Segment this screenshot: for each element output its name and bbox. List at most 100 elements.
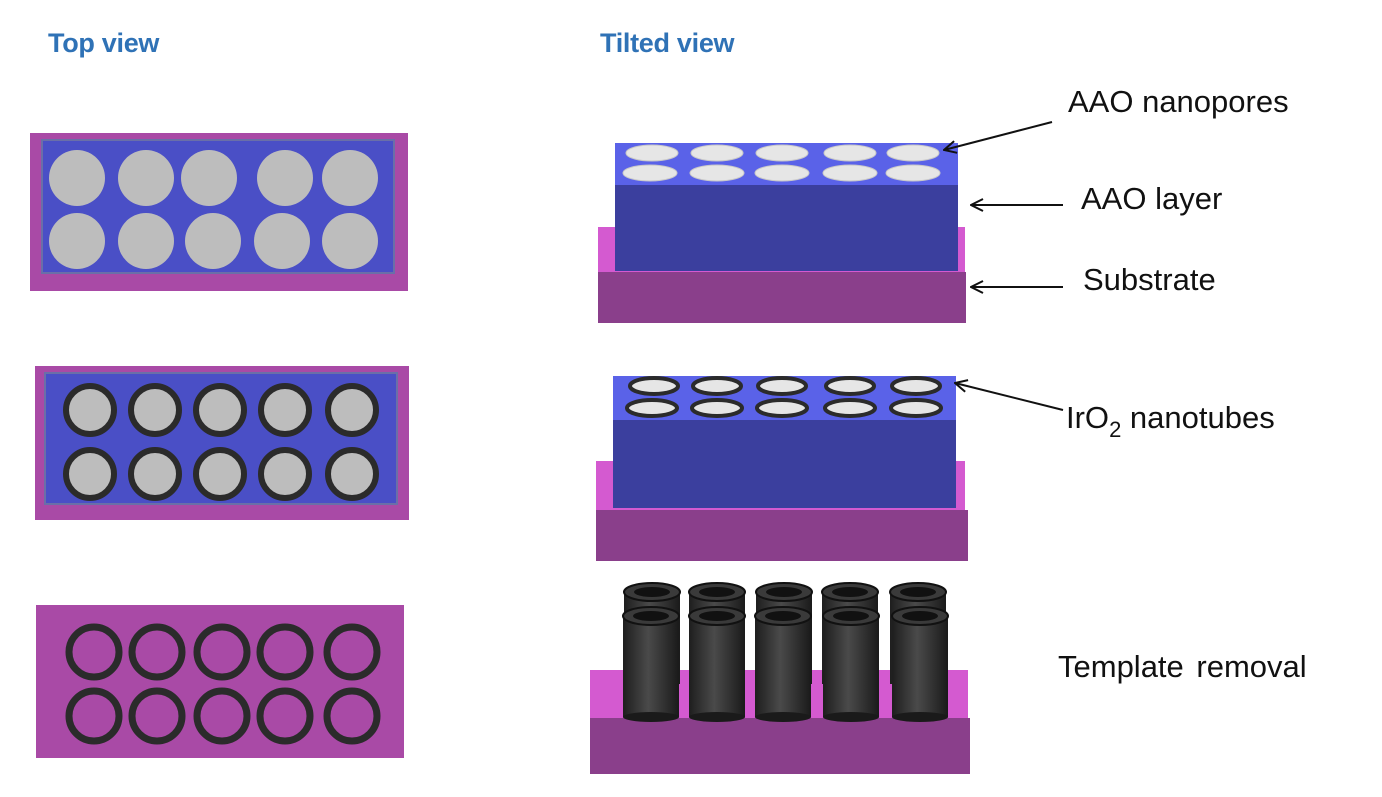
tube-in-pore — [824, 376, 876, 396]
tube-in-pore — [823, 398, 877, 418]
nanotube-hole — [832, 587, 868, 597]
pore — [689, 164, 745, 182]
tube-in-pore — [128, 447, 182, 501]
tilted-view-iro2-assembly — [596, 376, 968, 561]
tilted-view-heading: Tilted view — [600, 28, 735, 58]
tilted-nanotubes-front-row — [622, 606, 949, 722]
nanotube-hole — [699, 587, 735, 597]
tube-in-pore — [193, 447, 247, 501]
nanotube-ring — [193, 687, 251, 745]
pore — [49, 213, 105, 269]
nanotube-bottom — [755, 712, 811, 722]
top-view-nanotube-rings — [65, 623, 381, 745]
tilted-view-aao-assembly — [598, 143, 966, 323]
top-view-nanotubes-2 — [63, 383, 379, 501]
nanotube-hole — [833, 611, 869, 621]
pore — [822, 164, 878, 182]
pore — [755, 144, 809, 162]
callout-arrows — [944, 121, 1064, 411]
label-iro2-subscript: 2 — [1109, 417, 1122, 442]
nanotube-body — [823, 616, 879, 717]
nanotube-ring — [323, 623, 381, 681]
label-iro2-nanotubes: IrO2 nanotubes — [1066, 400, 1275, 442]
pore — [690, 144, 744, 162]
tilted-substrate-front-2 — [596, 510, 968, 561]
nanotube-ring — [65, 687, 123, 745]
nanotube-bottom — [623, 712, 679, 722]
nanotube-ring — [323, 687, 381, 745]
label-substrate: Substrate — [1083, 262, 1216, 297]
tilted-view-template-removed — [590, 582, 970, 774]
nanotube-hole — [765, 611, 801, 621]
nanotube-ring — [256, 687, 314, 745]
tube-in-pore — [690, 398, 744, 418]
tube-in-pore — [628, 376, 680, 396]
tube-in-pore — [258, 447, 312, 501]
label-iro2-prefix: IrO — [1066, 400, 1110, 435]
tilted-aao-front-1 — [615, 185, 958, 271]
tube-in-pore — [625, 398, 679, 418]
tube-in-pore — [258, 383, 312, 437]
tube-in-pore — [128, 383, 182, 437]
nanotube-body — [892, 616, 948, 717]
pore — [322, 150, 378, 206]
nanotube-hole — [766, 587, 802, 597]
pore — [257, 150, 313, 206]
pore — [823, 144, 877, 162]
tube-in-pore — [325, 383, 379, 437]
nanotube-ring — [128, 623, 186, 681]
pore — [49, 150, 105, 206]
nanotube-hole — [900, 587, 936, 597]
tilted-aao-front-2 — [613, 420, 956, 508]
top-view-pores-1 — [49, 150, 378, 269]
nanotube-body — [755, 616, 811, 717]
nanotube-body — [689, 616, 745, 717]
nanotube-ring — [193, 623, 251, 681]
pore — [886, 144, 940, 162]
pore — [625, 144, 679, 162]
arrow-iro2-nanotubes — [955, 383, 1064, 411]
pore — [185, 213, 241, 269]
tube-in-pore — [193, 383, 247, 437]
nanotube-ring — [256, 623, 314, 681]
nanotube-hole — [633, 611, 669, 621]
pore — [118, 150, 174, 206]
pore — [322, 213, 378, 269]
top-view-heading: Top view — [48, 28, 160, 58]
pore — [118, 213, 174, 269]
nanotube-ring — [128, 687, 186, 745]
top-view-template-removed — [36, 605, 404, 758]
tilted-substrate-front-3 — [590, 718, 970, 774]
tube-in-pore — [325, 447, 379, 501]
label-template-removal: Template removal — [1058, 649, 1307, 684]
pore — [754, 164, 810, 182]
tube-in-pore — [755, 398, 809, 418]
nanotube-hole — [902, 611, 938, 621]
nanotube-bottom — [823, 712, 879, 722]
label-iro2-suffix: nanotubes — [1121, 400, 1275, 435]
pore — [622, 164, 678, 182]
tube-in-pore — [890, 376, 942, 396]
nanotube-hole — [699, 611, 735, 621]
nanotube-bottom — [689, 712, 745, 722]
tube-in-pore — [691, 376, 743, 396]
pore — [181, 150, 237, 206]
top-view-aao-assembly — [30, 133, 408, 291]
tube-in-pore — [756, 376, 808, 396]
pore — [254, 213, 310, 269]
label-aao-layer: AAO layer — [1081, 181, 1223, 216]
nanotube-bottom — [892, 712, 948, 722]
arrow-aao-nanopores — [944, 121, 1053, 150]
label-aao-nanopores: AAO nanopores — [1068, 84, 1289, 119]
tube-in-pore — [63, 383, 117, 437]
tilted-substrate-front-1 — [598, 272, 966, 323]
nanotube-hole — [634, 587, 670, 597]
tilted-pores-1 — [622, 144, 941, 182]
nanotube-ring — [65, 623, 123, 681]
tube-in-pore — [889, 398, 943, 418]
top-view-iro2-assembly — [35, 366, 409, 520]
nanotube-body — [623, 616, 679, 717]
pore — [885, 164, 941, 182]
tilted-nanotubes-2 — [625, 376, 943, 418]
